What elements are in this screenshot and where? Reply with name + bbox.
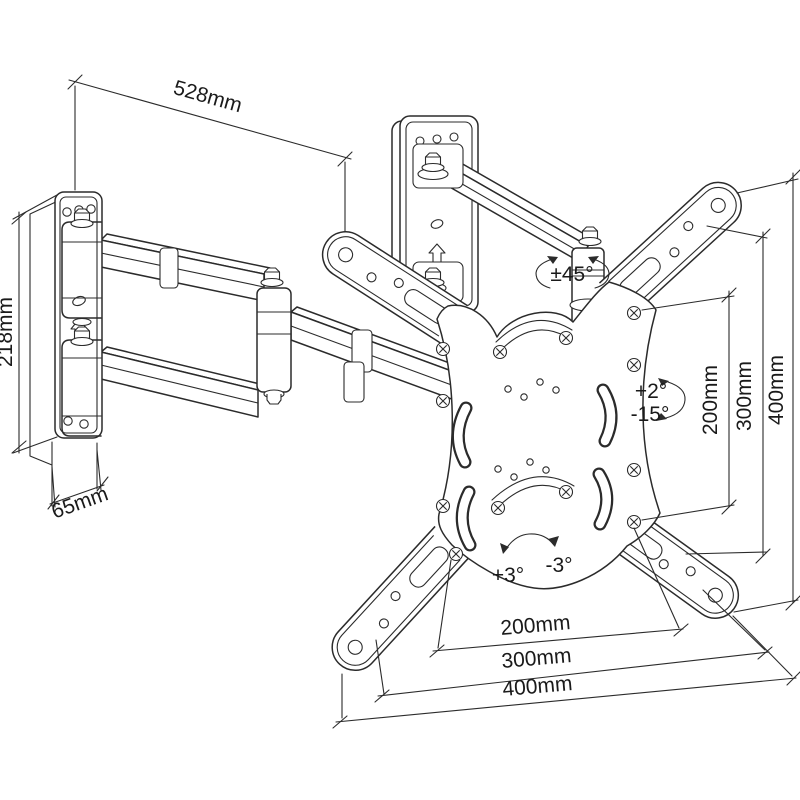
tilt-annotation: +2° -15° — [631, 378, 686, 426]
wall-plate-side-view — [54, 191, 103, 439]
top-hinge-bracket — [61, 208, 102, 327]
tilt-down-label: -15° — [631, 403, 670, 426]
vesa-h200-label: 200mm — [500, 611, 572, 640]
banana-slots — [451, 383, 618, 552]
rotate-ccw-label: -3° — [545, 554, 572, 577]
dimension-vertical-200: 200mm — [641, 287, 737, 521]
bottom-mount-bracket — [490, 476, 575, 516]
dim-218-label: 218mm — [0, 297, 17, 367]
swivel-label: ±45° — [550, 263, 593, 286]
phillips-screw — [490, 500, 506, 516]
dimension-plate-height-218: 218mm — [0, 194, 58, 454]
phillips-screw — [558, 330, 574, 346]
hex-bolt — [578, 226, 602, 247]
lower-arm-beam — [100, 346, 265, 418]
rotation-annotation: +3° -3° — [492, 533, 573, 587]
dimension-vertical-300: 300mm — [685, 225, 771, 564]
vesa-h400-label: 400mm — [502, 672, 574, 701]
keyhole-slot — [430, 219, 444, 229]
top-mount-bracket — [492, 319, 574, 360]
swivel-annotation: ±45° — [535, 256, 610, 289]
vesa-plate — [321, 181, 742, 672]
rotate-cw-label: +3° — [492, 564, 524, 587]
vesa-arm-upper-right — [598, 181, 742, 318]
cable-clip — [343, 361, 365, 403]
cable-clip — [159, 247, 179, 289]
dimension-vertical-400: 400mm — [733, 169, 800, 613]
tilt-up-label: +2° — [635, 380, 667, 403]
vesa-h300-label: 300mm — [501, 644, 573, 673]
dimension-plate-width-65: 65mm — [47, 449, 111, 523]
keyhole-slot — [72, 295, 86, 307]
phillips-screw — [558, 484, 574, 500]
wall-edge — [29, 192, 98, 507]
vesa-arm-lower-left — [331, 525, 470, 672]
phillips-screw — [492, 344, 508, 360]
upper-arm-beam — [100, 233, 271, 302]
dim-65-label: 65mm — [48, 482, 111, 523]
hinge-3d-top — [412, 143, 464, 189]
vesa-v400-label: 400mm — [765, 355, 788, 425]
up-arrow-icon — [428, 243, 446, 263]
vesa-v200-label: 200mm — [699, 365, 722, 435]
vesa-arm-upper-left — [321, 231, 468, 345]
vesa-v300-label: 300mm — [733, 361, 756, 431]
dimension-extension-528: 528mm — [67, 74, 353, 254]
bottom-hinge-bracket — [61, 326, 102, 437]
elbow-pillar — [256, 267, 292, 405]
